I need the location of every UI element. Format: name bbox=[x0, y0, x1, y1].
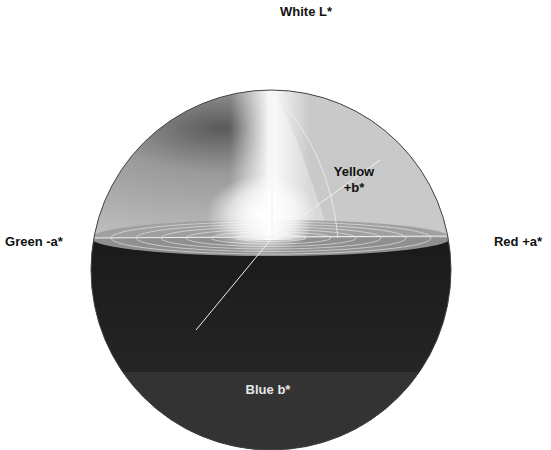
axis-label-blue: Blue b* bbox=[243, 382, 293, 398]
axis-label-green: Green -a* bbox=[4, 234, 64, 250]
axis-label-lightness: White L* bbox=[276, 4, 336, 20]
axis-label-red: Red +a* bbox=[490, 234, 546, 250]
axis-label-yellow: Yellow +b* bbox=[322, 164, 386, 196]
